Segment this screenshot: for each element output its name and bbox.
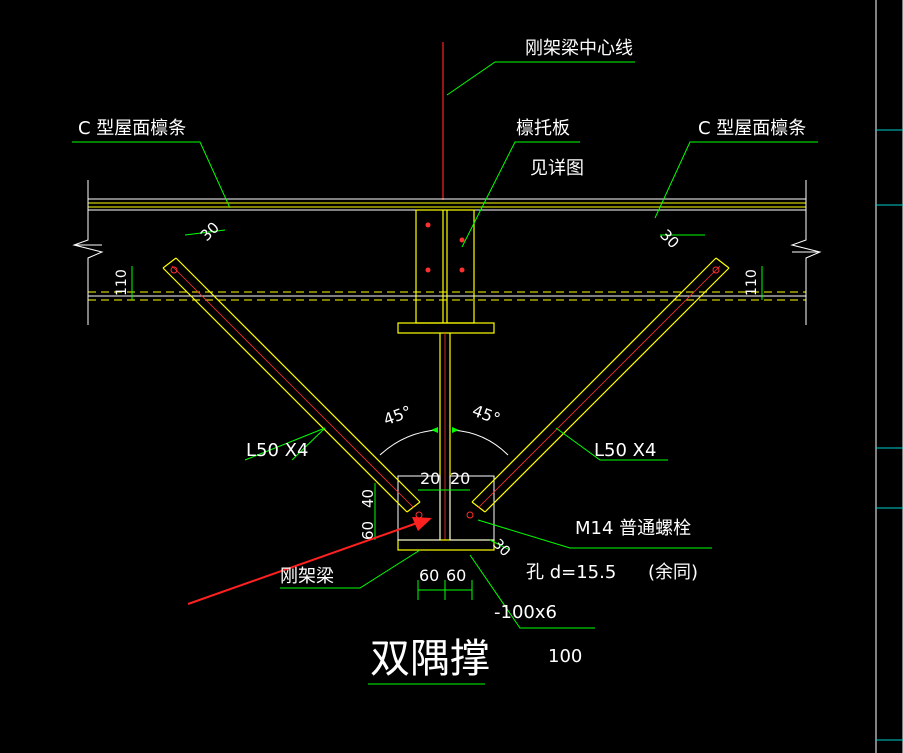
bracket-bolts — [425, 222, 465, 273]
purlin-bracket — [415, 209, 475, 324]
angle-arcs — [379, 429, 509, 456]
see-detail-label: 见详图 — [530, 158, 584, 179]
drawing-border — [875, 0, 903, 753]
center-line-label: 刚架梁中心线 — [525, 38, 633, 59]
frame-beam-label: 刚架梁 — [280, 566, 334, 587]
dimension-lines — [131, 229, 763, 600]
knee-brace-right-centerline — [477, 265, 721, 509]
hole-label: 孔 d=15.5 — [526, 562, 616, 583]
break-line-right — [790, 180, 822, 325]
angle-left-section-label: L50 X4 — [246, 440, 308, 461]
plate-length-label: 100 — [548, 646, 582, 667]
bolt-left-top — [170, 266, 178, 274]
angle-arrowheads — [431, 427, 459, 433]
dim-20-right: 20 — [450, 469, 470, 488]
bolt-right-bottom — [466, 511, 474, 519]
purlin-right-label: C 型屋面檩条 — [698, 118, 806, 139]
dim-60-vertical: 60 — [359, 521, 377, 540]
title: 双隅撑 — [370, 636, 490, 682]
bolt-right-top — [712, 266, 720, 274]
dim-20-left: 20 — [420, 469, 440, 488]
connection-plate-right — [449, 475, 495, 541]
purlin-bracket-label: 檩托板 — [516, 118, 570, 139]
connection-plate-left — [397, 475, 441, 541]
red-arrow — [187, 517, 432, 605]
frame-beam-flange-bottom — [397, 539, 495, 551]
break-line-left — [72, 180, 104, 325]
knee-brace-left-centerline — [171, 265, 415, 509]
bolt-label: M14 普通螺栓 — [575, 518, 691, 539]
angle-right-section-label: L50 X4 — [594, 440, 656, 461]
border-ticks — [876, 129, 903, 741]
dim-110-left: 110 — [114, 269, 130, 296]
plate-label: -100x6 — [494, 602, 557, 623]
dim-40-vertical: 40 — [359, 489, 377, 508]
dim-60-left-bottom: 60 — [419, 566, 439, 585]
leader-lines — [72, 61, 818, 685]
purlin-left-label: C 型屋面檩条 — [78, 118, 186, 139]
dim-110-right: 110 — [744, 269, 760, 296]
same-note-label: (余同) — [648, 562, 698, 583]
frame-beam-flange-top — [397, 322, 495, 334]
dim-60-right-bottom: 60 — [446, 566, 466, 585]
